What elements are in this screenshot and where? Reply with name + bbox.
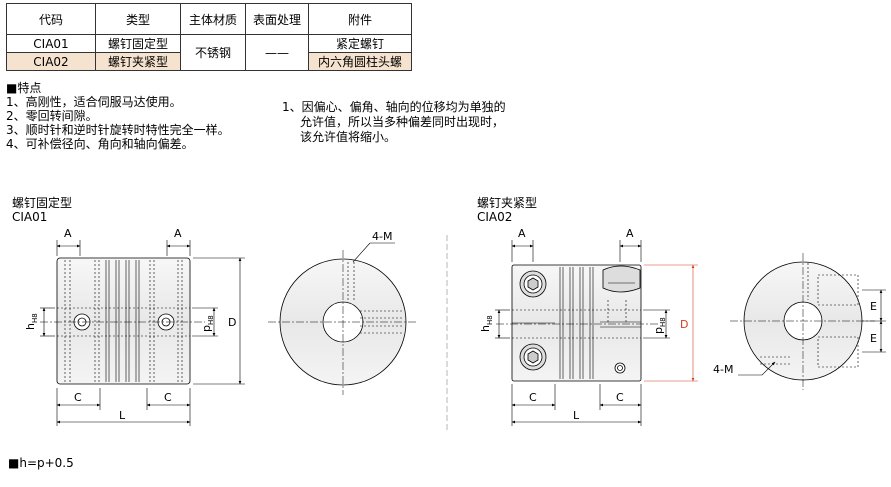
note-line: 允许值，所以当多种偏差同时出现时， (300, 115, 505, 129)
dim-e: E (870, 332, 877, 345)
dim-c: C (164, 391, 172, 404)
feature-item: 2、零回转间隙。 (6, 109, 98, 123)
header-code: 代码 (6, 3, 96, 35)
table-row: CIA02 螺钉夹紧型 内六角圆柱头螺 (6, 52, 412, 71)
dim-l: L (573, 409, 580, 422)
cell-accessory: 内六角圆柱头螺 (308, 52, 412, 71)
cia02-dimensions (495, 240, 670, 426)
cia02-side-view (496, 264, 660, 382)
dim-l: L (119, 409, 126, 422)
dim-c: C (529, 391, 537, 404)
cia02-end-labels: E E 4-M (713, 300, 877, 376)
dim-p: p (200, 325, 213, 332)
cell-material: 不锈钢 (180, 34, 246, 71)
dim-e: E (870, 300, 877, 313)
cia01-dim-labels: A A C C L D h H8 p H8 (24, 227, 236, 422)
dim-h8: H8 (31, 313, 39, 323)
cell-type: 螺钉夹紧型 (95, 52, 181, 71)
cell-code: CIA02 (6, 52, 96, 71)
feature-item: 1、高刚性，适合伺服马达使用。 (6, 95, 182, 109)
dim-m: 4-M (372, 230, 392, 243)
note-line: 1、因偏心、偏角、轴向的位移均为单独的 (282, 100, 506, 114)
header-accessory: 附件 (308, 3, 412, 35)
dim-a: A (64, 227, 72, 240)
cia02-dim-labels: A A C C L D h H8 p H8 (479, 227, 688, 422)
drawing1-code: CIA01 (12, 210, 48, 224)
dim-a: A (518, 227, 526, 240)
dim-d: D (680, 318, 688, 331)
drawing2-code: CIA02 (477, 210, 513, 224)
dim-a: A (174, 227, 182, 240)
spec-table: 代码 类型 主体材质 表面处理 附件 CIA01 螺钉固定型 不锈钢 —— 紧定… (6, 3, 412, 71)
dim-d: D (228, 316, 236, 329)
dim-p: p (652, 327, 665, 334)
feature-item: 4、可补偿径向、角向和轴向偏差。 (6, 137, 194, 151)
dim-h8: H8 (486, 315, 494, 325)
dim-h8: H8 (207, 315, 215, 325)
feature-item: 3、顺时针和逆时针旋转时特性完全一样。 (6, 123, 230, 137)
drawing2-type: 螺钉夹紧型 (477, 196, 538, 210)
cia02-end-view (730, 253, 875, 390)
dim-h: h (479, 325, 492, 332)
footer-note: ■h=p+0.5 (8, 456, 74, 470)
drawing1-type: 螺钉固定型 (12, 196, 73, 210)
cia01-side-view (40, 257, 205, 385)
features-title: ■特点 (6, 81, 42, 95)
cia01-end-view (268, 242, 418, 395)
note-line: 该允许值将缩小。 (300, 130, 397, 144)
cell-surface: —— (245, 34, 309, 71)
dim-h8: H8 (659, 317, 667, 327)
dim-h: h (24, 323, 37, 330)
cia01-dimensions (40, 240, 245, 426)
cia02-e-dimensions (738, 289, 886, 376)
dim-c: C (616, 391, 624, 404)
dim-m: 4-M (713, 363, 733, 376)
table-header-row: 代码 类型 主体材质 表面处理 附件 (6, 3, 412, 35)
dim-c: C (74, 391, 82, 404)
dim-a: A (626, 227, 634, 240)
cell-accessory: 紧定螺钉 (308, 34, 412, 53)
cia02-d-dimension (644, 264, 698, 382)
